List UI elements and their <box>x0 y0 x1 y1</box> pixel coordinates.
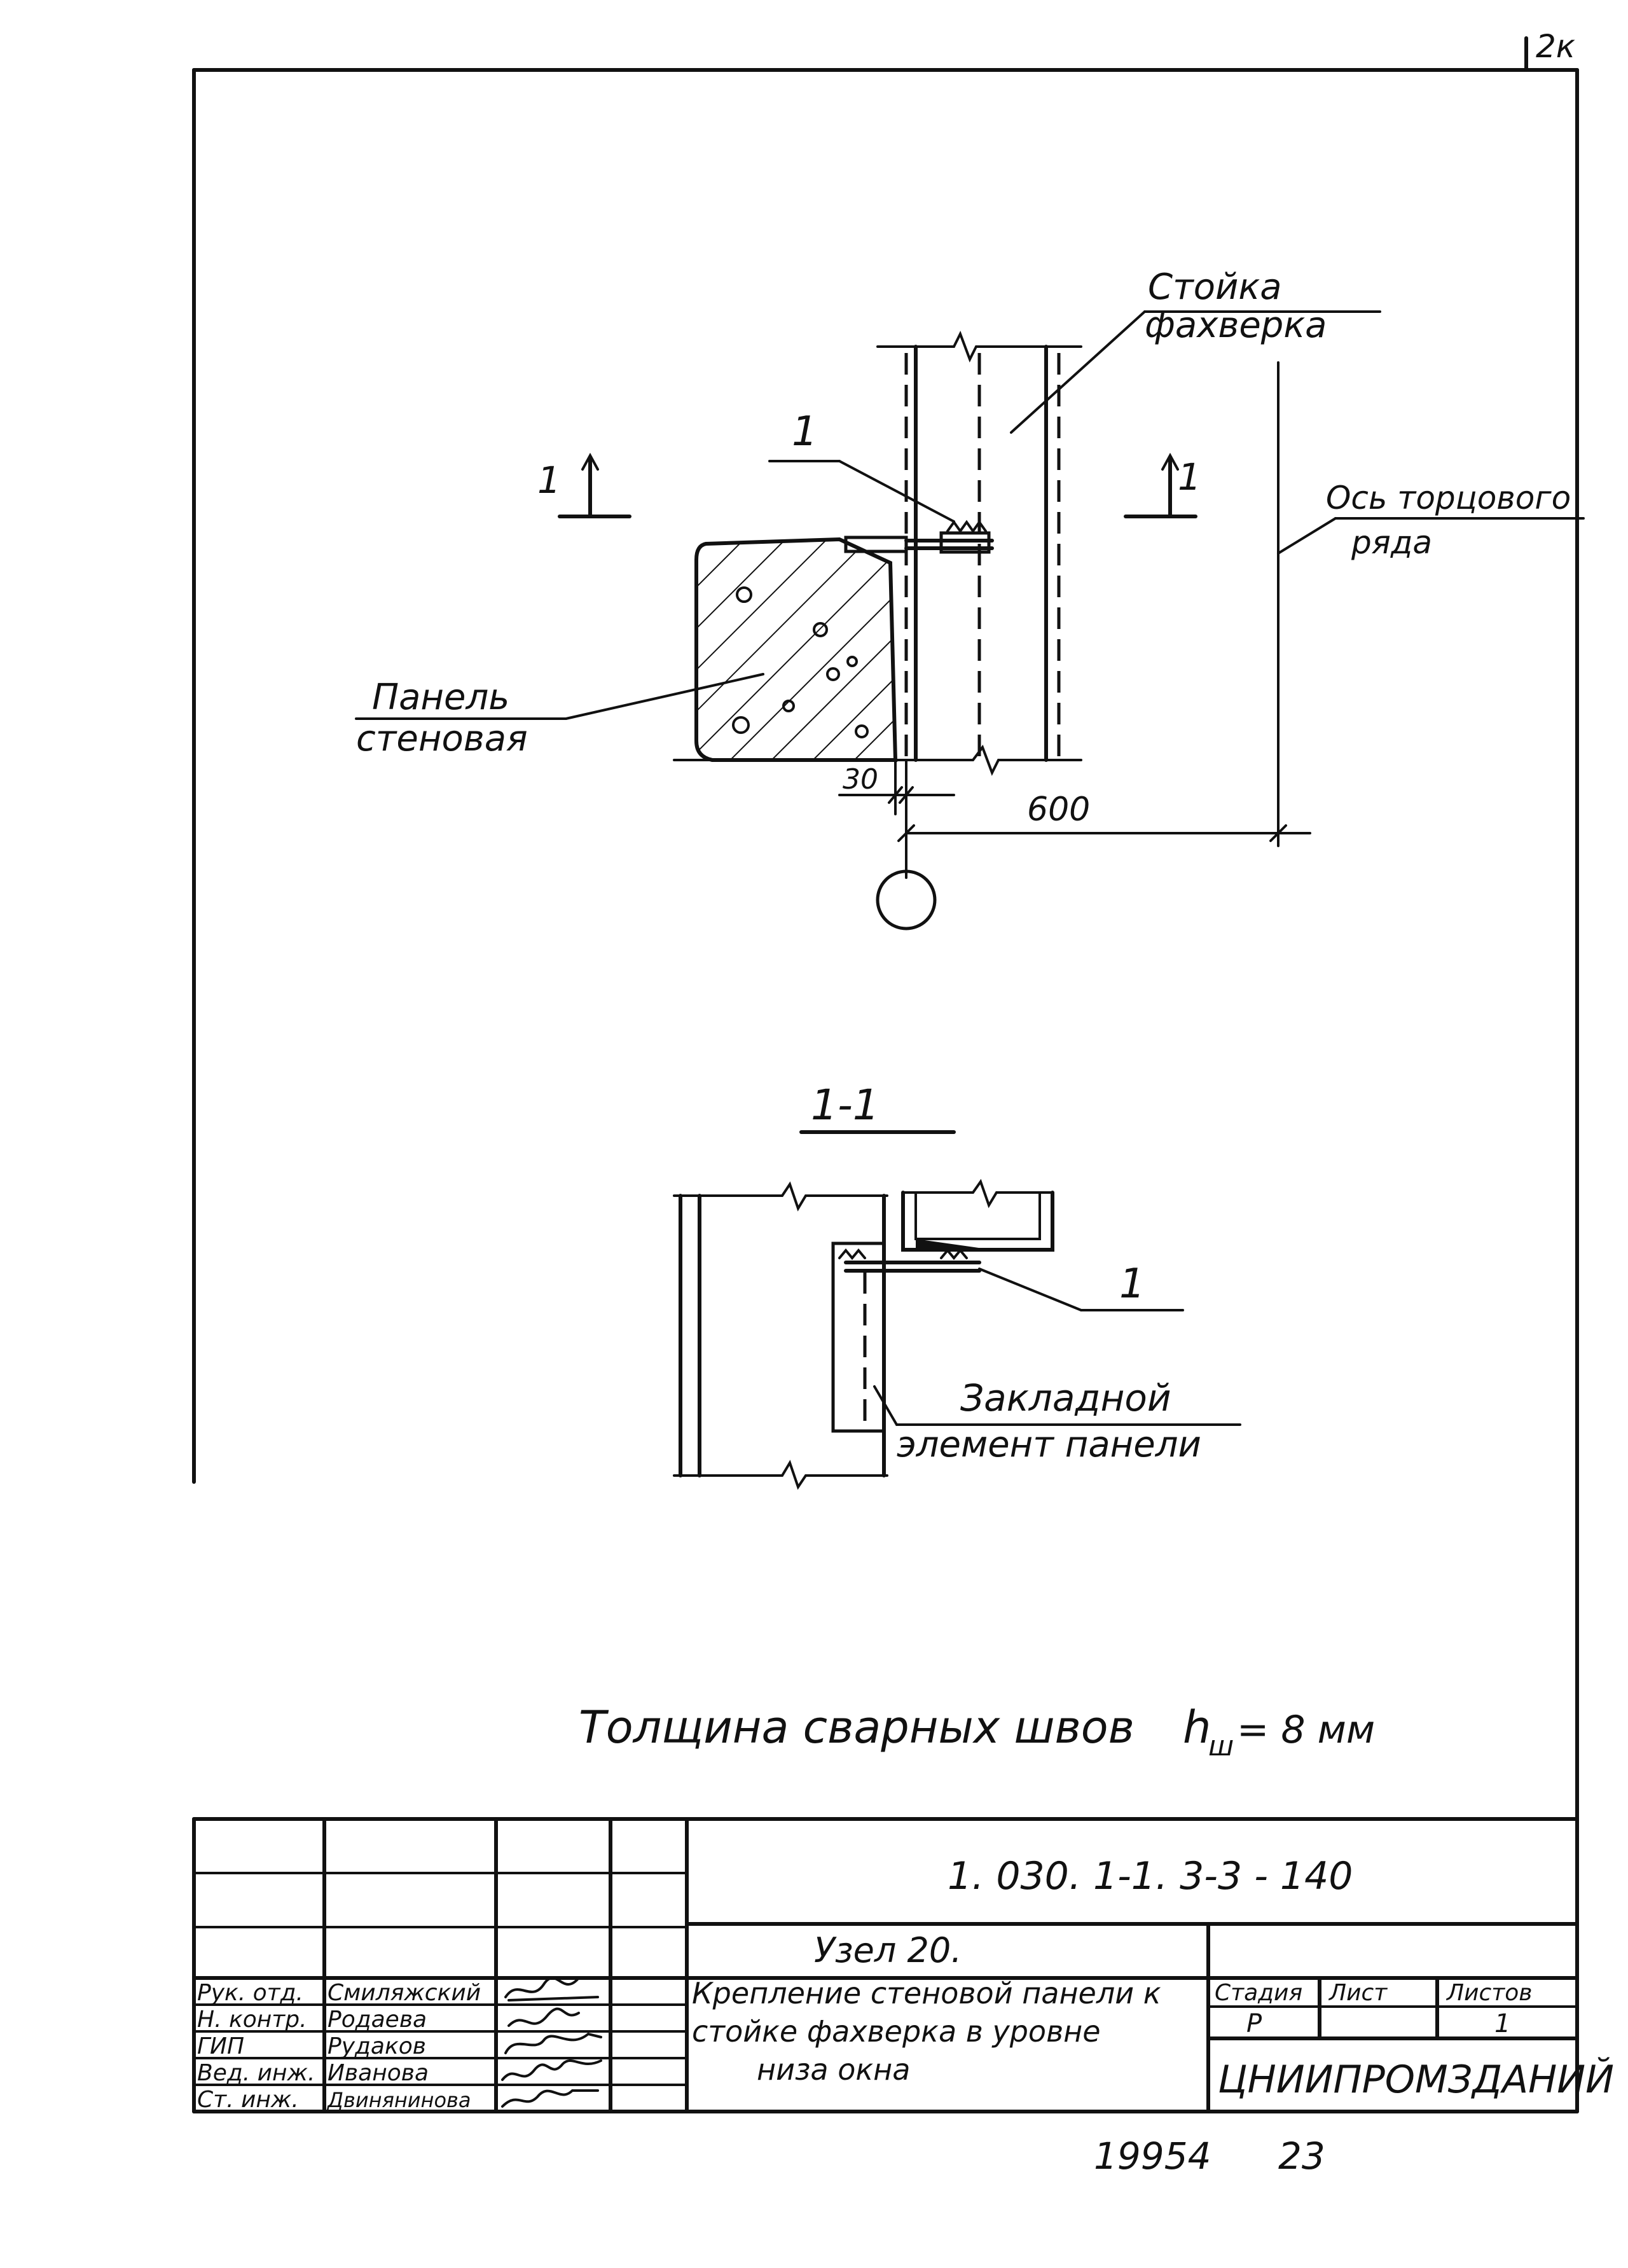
section-mark-right <box>1124 452 1197 518</box>
panel-label-line2: стеновая <box>356 718 528 759</box>
axis-label-line2: ряда <box>1351 524 1432 561</box>
title-line4: низа окна <box>757 2052 910 2087</box>
panel-label-line1: Панель <box>372 677 509 718</box>
weld-note-text: Толщина сварных швов <box>579 1701 1135 1753</box>
post-label-line1: Стойка <box>1148 266 1282 308</box>
plan-view: 1 1 1 Стойка фахверка Ось торцового ряда <box>355 266 1585 930</box>
axis-label-line1: Ось торцового <box>1326 480 1571 516</box>
name-lead-engineer: Иванова <box>328 2060 429 2086</box>
embedded-element <box>831 1241 886 1433</box>
item-callout-label: 1 <box>792 408 818 455</box>
section-plate <box>838 1248 981 1273</box>
role-head-of-dept: Рук. отд. <box>197 1980 303 2006</box>
role-lead-engineer: Вед. инж. <box>197 2060 315 2086</box>
section-mark-left <box>558 452 631 518</box>
wall-panel <box>673 537 930 762</box>
section-callout-leader <box>978 1268 1184 1311</box>
section-post <box>673 1181 888 1490</box>
role-chief-engineer: ГИП <box>197 2033 244 2059</box>
weld-note: Толщина сварных швов h ш = 8 мм <box>579 1701 1375 1762</box>
connection-plate <box>844 520 994 554</box>
sheets-value: 1 <box>1494 2009 1510 2038</box>
axis-bubble <box>876 832 937 930</box>
post-label-leader <box>1010 310 1381 434</box>
section-callout-label: 1 <box>1119 1261 1145 1308</box>
section-mark-right-label: 1 <box>1178 455 1201 499</box>
section-mark-left-label: 1 <box>537 459 561 502</box>
post-label-line2: фахверка <box>1145 305 1327 346</box>
axis-line <box>1277 361 1585 847</box>
weld-note-symbol: h <box>1183 1701 1211 1753</box>
stage-value: Р <box>1246 2009 1262 2038</box>
sheet-frame <box>192 36 1579 2113</box>
sheet-header: Лист <box>1328 1980 1388 2006</box>
embed-label-line2: элемент панели <box>897 1424 1201 1465</box>
page-number: 23 <box>1278 2134 1325 2178</box>
item-callout-leader <box>768 460 955 523</box>
title-line2: Крепление стеновой панели к <box>692 1976 1161 2010</box>
dimension-600: 600 <box>1027 791 1090 829</box>
name-senior-engineer: Двинянинова <box>326 2088 471 2112</box>
sheets-header: Листов <box>1445 1980 1532 2006</box>
title-line3: стойке фахверка в уровне <box>692 2014 1101 2049</box>
signatures <box>501 1977 602 2108</box>
title-block <box>192 1817 1579 2113</box>
weld-note-value: = 8 мм <box>1237 1708 1375 1752</box>
section-panel-edge <box>901 1179 1054 1252</box>
weld-note-subscript: ш <box>1208 1730 1234 1762</box>
name-chief-engineer: Рудаков <box>328 2033 426 2059</box>
section-title: 1-1 <box>811 1081 880 1130</box>
role-norm-control: Н. контр. <box>197 2007 307 2033</box>
post-column <box>876 331 1082 776</box>
archive-number: 19954 <box>1094 2134 1211 2178</box>
stage-header: Стадия <box>1215 1980 1302 2006</box>
role-senior-engineer: Ст. инж. <box>197 2087 299 2113</box>
doc-code: 1. 030. 1-1. 3-3 - 140 <box>948 1854 1353 1898</box>
embed-label-leader <box>873 1385 1241 1426</box>
embed-label-line1: Закладной <box>960 1376 1171 1420</box>
name-head-of-dept: Смиляжский <box>328 1980 481 2006</box>
dimension-lines <box>838 759 1311 879</box>
organization: ЦНИИПРОМЗДАНИЙ <box>1218 2057 1614 2102</box>
title-line1: Узел 20. <box>814 1930 962 1970</box>
panel-label-leader <box>355 673 764 720</box>
corner-mark: 2к <box>1536 28 1575 65</box>
section-view: 1 Закладной элемент панели <box>673 1130 1241 1490</box>
dimension-30: 30 <box>843 763 878 796</box>
name-norm-control: Родаева <box>328 2007 427 2033</box>
